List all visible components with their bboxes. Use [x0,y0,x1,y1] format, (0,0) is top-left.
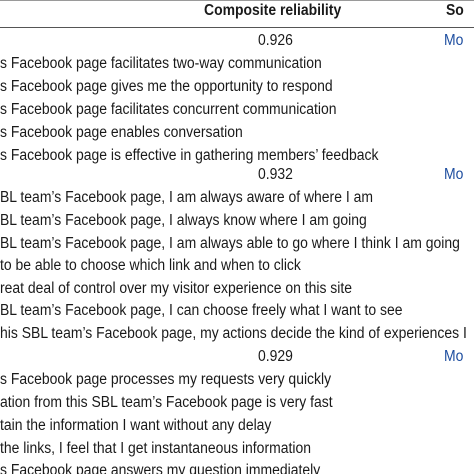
item-text: reat deal of control over my visitor exp… [0,280,353,297]
table-row: s Facebook page facilitates concurrent c… [0,101,474,123]
group-2-source: Mo [444,166,464,183]
item-text: BL team’s Facebook page, I am always awa… [0,189,373,206]
item-text: tain the information I want without any … [0,417,272,434]
table-row: BL team’s Facebook page, I am always abl… [0,235,474,257]
table-row: s Facebook page processes my requests ve… [0,371,474,393]
table-row: tain the information I want without any … [0,417,474,439]
source-header: So [446,2,464,19]
table-top-rule [0,0,474,1]
item-text: his SBL team’s Facebook page, my actions… [0,325,467,342]
item-text: s Facebook page gives me the opportunity… [0,78,333,95]
table-header-row: Composite reliability So [0,0,474,28]
group-1-summary-row: 0.926 Mo [0,32,474,54]
table-row: the links, I feel that I get instantaneo… [0,440,474,462]
table-row: s Facebook page facilitates two-way comm… [0,55,474,77]
item-text: to be able to choose which link and when… [0,257,301,274]
table-row: reat deal of control over my visitor exp… [0,280,474,302]
item-text: the links, I feel that I get instantaneo… [0,440,311,457]
table-row: BL team’s Facebook page, I am always awa… [0,189,474,211]
table-row: s Facebook page is effective in gatherin… [0,147,474,169]
item-text: s Facebook page answers my question imme… [0,462,321,474]
table-row: ation from this SBL team’s Facebook page… [0,394,474,416]
group-3-source: Mo [444,348,464,365]
group-3-reliability: 0.929 [258,348,293,365]
item-text: s Facebook page facilitates two-way comm… [0,55,322,72]
table-row: BL team’s Facebook page, I always know w… [0,212,474,234]
group-3-summary-row: 0.929 Mo [0,348,474,370]
group-1-source: Mo [444,32,464,49]
item-text: s Facebook page is effective in gatherin… [0,147,379,164]
item-text: s Facebook page facilitates concurrent c… [0,101,337,118]
table-row: to be able to choose which link and when… [0,257,474,279]
table-row: s Facebook page answers my question imme… [0,462,474,474]
item-text: BL team’s Facebook page, I am always abl… [0,235,460,252]
table-row: his SBL team’s Facebook page, my actions… [0,325,474,347]
group-1-reliability: 0.926 [258,32,293,49]
item-text: s Facebook page enables conversation [0,124,243,141]
composite-reliability-header: Composite reliability [204,2,342,19]
group-2-reliability: 0.932 [258,166,293,183]
table-header-rule [0,27,474,28]
item-text: s Facebook page processes my requests ve… [0,371,332,388]
table-row: s Facebook page enables conversation [0,124,474,146]
item-text: ation from this SBL team’s Facebook page… [0,394,333,411]
table-row: BL team’s Facebook page, I can choose fr… [0,302,474,324]
item-text: BL team’s Facebook page, I always know w… [0,212,367,229]
table-row: s Facebook page gives me the opportunity… [0,78,474,100]
group-2-summary-row: 0.932 Mo [0,166,474,188]
item-text: BL team’s Facebook page, I can choose fr… [0,302,403,319]
